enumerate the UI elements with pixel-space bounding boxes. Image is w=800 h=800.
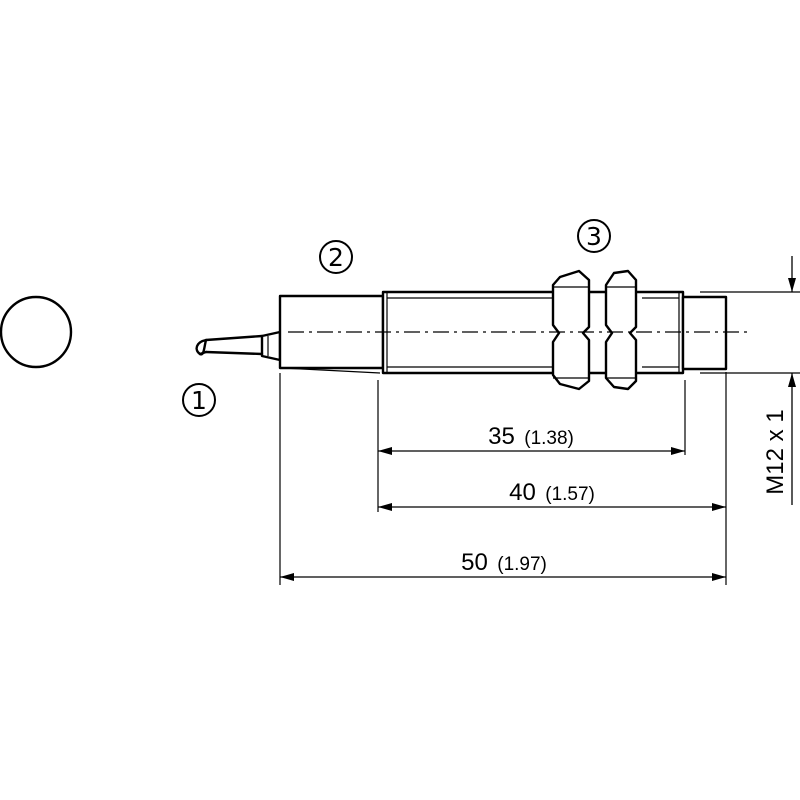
dim-40-value: 40 xyxy=(509,479,536,506)
cable-gland xyxy=(260,330,282,362)
thread-dimension: M12 x 1 xyxy=(762,256,796,505)
dim-35-value: 35 xyxy=(488,423,515,450)
thread-label: M12 x 1 xyxy=(762,409,789,494)
mounting-nut-1 xyxy=(551,269,591,391)
sensing-face xyxy=(681,295,728,371)
dim-50-value: 50 xyxy=(461,549,488,576)
front-view-circle xyxy=(0,295,73,369)
callout-1-label: 1 xyxy=(191,386,207,415)
svg-text:40 (1.57): 40 (1.57) xyxy=(509,479,595,506)
callout-1: 1 xyxy=(182,383,216,417)
extension-lines xyxy=(279,291,800,585)
svg-text:35 (1.38): 35 (1.38) xyxy=(488,423,574,450)
mounting-nut-2 xyxy=(604,269,638,391)
sensor-housing-rear xyxy=(278,294,385,374)
callout-3: 3 xyxy=(577,219,611,253)
callout-2: 2 xyxy=(319,240,353,274)
dim-35-inch: (1.38) xyxy=(524,428,574,449)
dimension-50: 50 (1.97) xyxy=(280,549,726,581)
callout-3-label: 3 xyxy=(586,222,602,251)
dimension-40: 40 (1.57) xyxy=(378,479,726,511)
cable xyxy=(195,334,264,356)
dim-50-inch: (1.97) xyxy=(497,554,547,575)
dimension-35: 35 (1.38) xyxy=(378,423,685,455)
callout-2-label: 2 xyxy=(328,243,344,272)
svg-text:50 (1.97): 50 (1.97) xyxy=(461,549,547,576)
dim-40-inch: (1.57) xyxy=(545,484,595,505)
